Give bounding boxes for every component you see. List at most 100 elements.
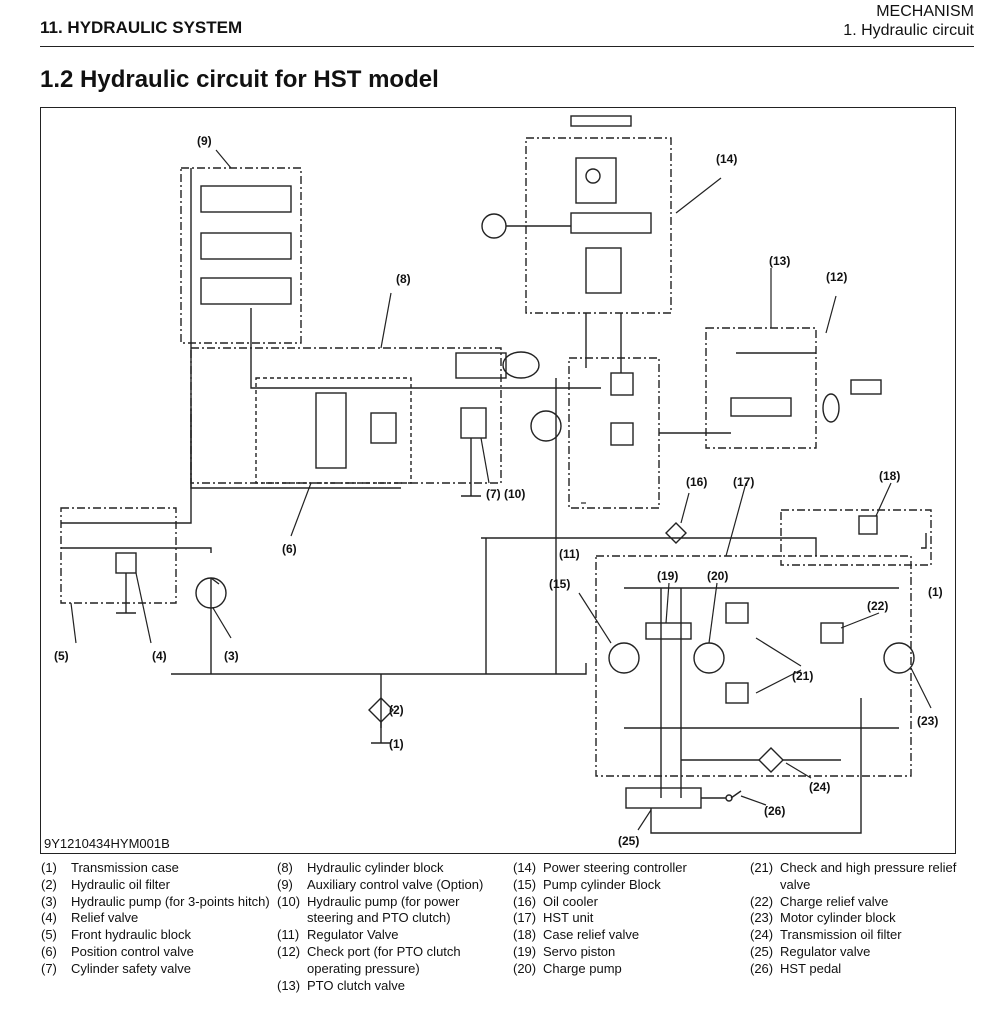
legend-num: (14) bbox=[513, 860, 537, 875]
legend-item: (17) HST unit bbox=[513, 910, 745, 927]
legend-item: (18) Case relief valve bbox=[513, 927, 745, 944]
header-category: MECHANISM bbox=[876, 3, 974, 20]
return-line bbox=[171, 663, 587, 675]
figure-code: 9Y1210434HYM001B bbox=[44, 836, 170, 851]
legend-num: (18) bbox=[513, 927, 537, 943]
callout-16: (16) bbox=[686, 475, 707, 489]
legend-num: (21) bbox=[750, 860, 774, 875]
legend-column-2: (8) Hydraulic cylinder block (9)Auxiliary… bbox=[277, 860, 507, 994]
header-right: MECHANISM 1. Hydraulic circuit bbox=[843, 2, 974, 40]
callout-18: (18) bbox=[879, 469, 900, 483]
legend-item: (13)PTO clutch valve bbox=[277, 978, 507, 995]
legend-text: Power steering controller bbox=[543, 860, 687, 875]
legend-text: Regulator valve bbox=[780, 943, 871, 959]
legend-num: (8) bbox=[277, 860, 293, 875]
pto-clutch-valve-frame bbox=[705, 327, 817, 449]
legend-num: (26) bbox=[750, 960, 774, 976]
circuit-drawing: (9) (8) (6) (7) (10) (11) (5) (4) (3) (2… bbox=[54, 115, 943, 848]
legend-num: (5) bbox=[41, 927, 57, 943]
legend-text: Hydraulic oil filter bbox=[71, 876, 170, 892]
callout-24: (24) bbox=[809, 780, 830, 794]
legend-item: (1) Transmission case bbox=[41, 860, 271, 877]
motor-cylinder-23 bbox=[883, 642, 915, 674]
legend-text: Position control valve bbox=[71, 943, 194, 959]
legend-item: (2) Hydraulic oil filter bbox=[41, 877, 271, 894]
legend-num: (4) bbox=[41, 910, 57, 926]
legend-item: (12) Check port (for PTO clutch operating… bbox=[277, 944, 507, 978]
legend-column-4: (21)Check and high pressure relief valve… bbox=[750, 860, 980, 978]
oil-cooler-16 bbox=[665, 522, 687, 544]
legend-text: HST unit bbox=[543, 910, 594, 926]
legend-text: Motor cylinder block bbox=[780, 910, 896, 926]
callout-1a: (1) bbox=[928, 585, 943, 599]
legend-text: Servo piston bbox=[543, 943, 616, 959]
hydraulic-diagram: (9) (8) (6) (7) (10) (11) (5) (4) (3) (2… bbox=[40, 107, 956, 854]
legend-num: (1) bbox=[41, 860, 57, 875]
callout-25: (25) bbox=[618, 834, 639, 848]
legend-num: (11) bbox=[277, 927, 300, 943]
legend-num: (3) bbox=[41, 893, 57, 909]
callout-20: (20) bbox=[707, 569, 728, 583]
callout-7-10: (7) (10) bbox=[486, 487, 525, 501]
legend-num: (17) bbox=[513, 910, 537, 926]
legend-num: (25) bbox=[750, 943, 774, 959]
callout-11: (11) bbox=[559, 547, 580, 561]
legend-item: (11) Regulator Valve bbox=[277, 927, 507, 944]
callout-14: (14) bbox=[716, 152, 737, 166]
trans-oil-filter-24 bbox=[758, 747, 784, 773]
legend-item: (16)Oil cooler bbox=[513, 894, 745, 911]
legend-num: (15) bbox=[513, 876, 537, 892]
callout-19: (19) bbox=[657, 569, 678, 583]
legend-item: (24)Transmission oil filter bbox=[750, 927, 980, 944]
legend-item: (7) Cylinder safety valve bbox=[41, 961, 271, 978]
regulator-valve-frame bbox=[568, 357, 660, 509]
legend-text: Hydraulic pump (for power steering and P… bbox=[307, 893, 460, 926]
legend-item: (23)Motor cylinder block bbox=[750, 910, 980, 927]
pump-10 bbox=[530, 410, 562, 442]
callout-8: (8) bbox=[396, 272, 411, 286]
legend-item: (19) Servo piston bbox=[513, 944, 745, 961]
legend-item: (10)Hydraulic pump (for power steering a… bbox=[277, 894, 507, 928]
legend-num: (7) bbox=[41, 960, 57, 976]
legend-text: Pump cylinder Block bbox=[543, 876, 661, 892]
legend-item: (5) Front hydraulic block bbox=[41, 927, 271, 944]
legend-text: Charge relief valve bbox=[780, 893, 889, 909]
legend-item: (4) Relief valve bbox=[41, 910, 271, 927]
section-header: 11. HYDRAULIC SYSTEM bbox=[40, 18, 243, 37]
callout-4: (4) bbox=[152, 649, 167, 663]
legend-item: (15) Pump cylinder Block bbox=[513, 877, 745, 894]
legend-text: Hydraulic cylinder block bbox=[307, 860, 444, 875]
legend-num: (2) bbox=[41, 876, 57, 892]
callout-21: (21) bbox=[792, 669, 813, 683]
callout-15: (15) bbox=[549, 577, 570, 591]
legend-item: (9)Auxiliary control valve (Option) bbox=[277, 877, 507, 894]
callout-12: (12) bbox=[826, 270, 847, 284]
legend-column-3: (14) Power steering controller (15) Pump c… bbox=[513, 860, 745, 978]
legend-item: (8) Hydraulic cylinder block bbox=[277, 860, 507, 877]
legend-num: (12) bbox=[277, 943, 301, 959]
legend-text: Cylinder safety valve bbox=[71, 960, 191, 976]
legend-text: Transmission case bbox=[71, 860, 179, 875]
legend-num: (19) bbox=[513, 943, 537, 959]
front-block-frame bbox=[60, 507, 177, 604]
servo-piston-19 bbox=[645, 622, 692, 640]
legend-text: Regulator Valve bbox=[307, 927, 399, 943]
callout-26: (26) bbox=[764, 804, 785, 818]
callout-22: (22) bbox=[867, 599, 888, 613]
legend-text: Check port (for PTO clutch operating pre… bbox=[307, 943, 461, 976]
legend-item: (14) Power steering controller bbox=[513, 860, 745, 877]
callout-2: (2) bbox=[389, 703, 404, 717]
legend-text: Relief valve bbox=[71, 910, 139, 926]
callout-3: (3) bbox=[224, 649, 239, 663]
callout-6: (6) bbox=[282, 542, 297, 556]
legend-num: (16) bbox=[513, 893, 537, 909]
legend-text: Transmission oil filter bbox=[780, 927, 902, 943]
legend-text: Charge pump bbox=[543, 960, 622, 976]
callout-13: (13) bbox=[769, 254, 790, 268]
legend-num: (13) bbox=[277, 977, 301, 993]
charge-pump-20 bbox=[693, 642, 725, 674]
pump-cylinder-15 bbox=[608, 642, 640, 674]
legend-item: (21)Check and high pressure relief valve bbox=[750, 860, 980, 894]
legend-text: Front hydraulic block bbox=[71, 927, 191, 943]
legend-text: Case relief valve bbox=[543, 927, 640, 943]
